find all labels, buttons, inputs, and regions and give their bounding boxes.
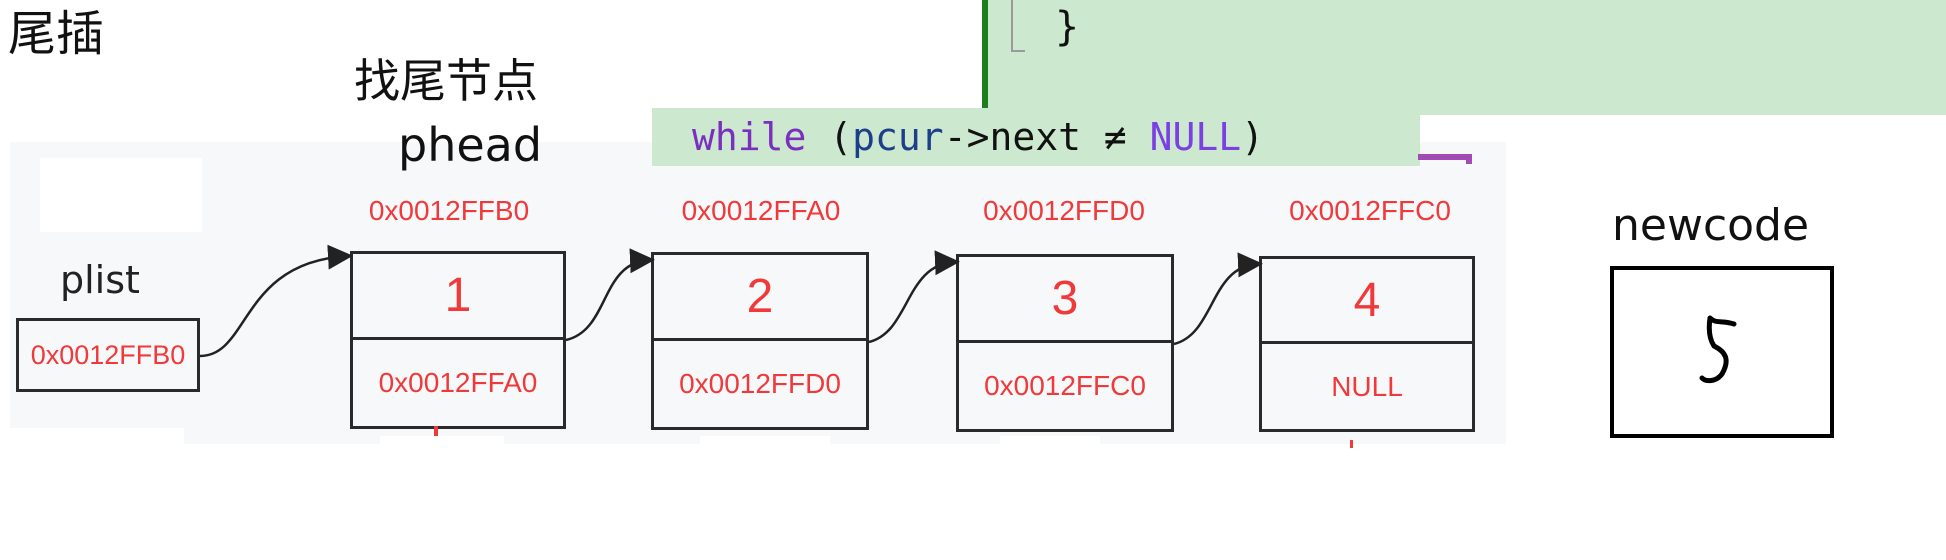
node-address: 0x0012FFB0 xyxy=(368,195,530,226)
node-data: 1 xyxy=(353,254,563,340)
list-node: 4 NULL xyxy=(1259,256,1475,432)
node-next: NULL xyxy=(1331,370,1403,402)
white-patch xyxy=(40,158,202,232)
node-next: 0x0012FFC0 xyxy=(984,370,1146,401)
white-patch xyxy=(380,436,504,450)
white-patch xyxy=(700,436,830,450)
code-variable: pcur xyxy=(852,115,944,159)
node-address: 0x0012FFD0 xyxy=(983,195,1145,226)
arrow-node2-to-node3 xyxy=(868,250,960,344)
plist-box: 0x0012FFB0 xyxy=(16,318,200,392)
code-marker-tick xyxy=(1466,154,1472,164)
newcode-label: newcode xyxy=(1612,200,1810,251)
list-node: 1 0x0012FFA0 xyxy=(350,251,566,429)
node-data: 2 xyxy=(654,255,866,341)
panel-edge xyxy=(0,142,10,444)
white-patch xyxy=(1000,436,1100,450)
code-operator: ≠ xyxy=(1103,115,1127,159)
closing-brace: } xyxy=(1055,4,1080,50)
code-block-top xyxy=(982,0,1946,115)
white-patch xyxy=(10,428,184,448)
node-data: 4 xyxy=(1262,259,1472,344)
node-data: 3 xyxy=(959,257,1171,343)
handwritten-five: 5 xyxy=(1699,315,1737,384)
node-next: 0x0012FFA0 xyxy=(378,367,538,398)
while-condition-code: while (pcur->next ≠ NULL) xyxy=(652,108,1420,166)
code-null: NULL xyxy=(1149,115,1242,159)
list-node: 2 0x0012FFD0 xyxy=(651,252,869,430)
find-tail-label: 找尾节点 xyxy=(354,54,538,108)
code-paren-open: ( xyxy=(829,115,853,159)
indent-guide xyxy=(1011,0,1025,52)
pointer-tick xyxy=(1350,440,1353,448)
node-address: 0x0012FFA0 xyxy=(681,195,841,226)
code-paren-close: ) xyxy=(1241,115,1265,159)
arrow-node1-to-node2 xyxy=(565,248,655,342)
code-keyword: while xyxy=(692,115,807,159)
arrow-plist-to-node1 xyxy=(199,244,353,358)
pointer-tick xyxy=(434,426,438,436)
arrow-node3-to-node4 xyxy=(1173,252,1263,346)
node-address: 0x0012FFC0 xyxy=(1289,195,1451,226)
newcode-box: 5 xyxy=(1610,266,1834,438)
plist-label: plist xyxy=(60,258,140,302)
page-title: 尾插 xyxy=(8,6,105,62)
code-member: ->next xyxy=(943,115,1081,159)
phead-label: phead xyxy=(398,118,543,172)
list-node: 3 0x0012FFC0 xyxy=(956,254,1174,432)
node-next: 0x0012FFD0 xyxy=(679,368,841,399)
code-marker xyxy=(1418,154,1470,160)
